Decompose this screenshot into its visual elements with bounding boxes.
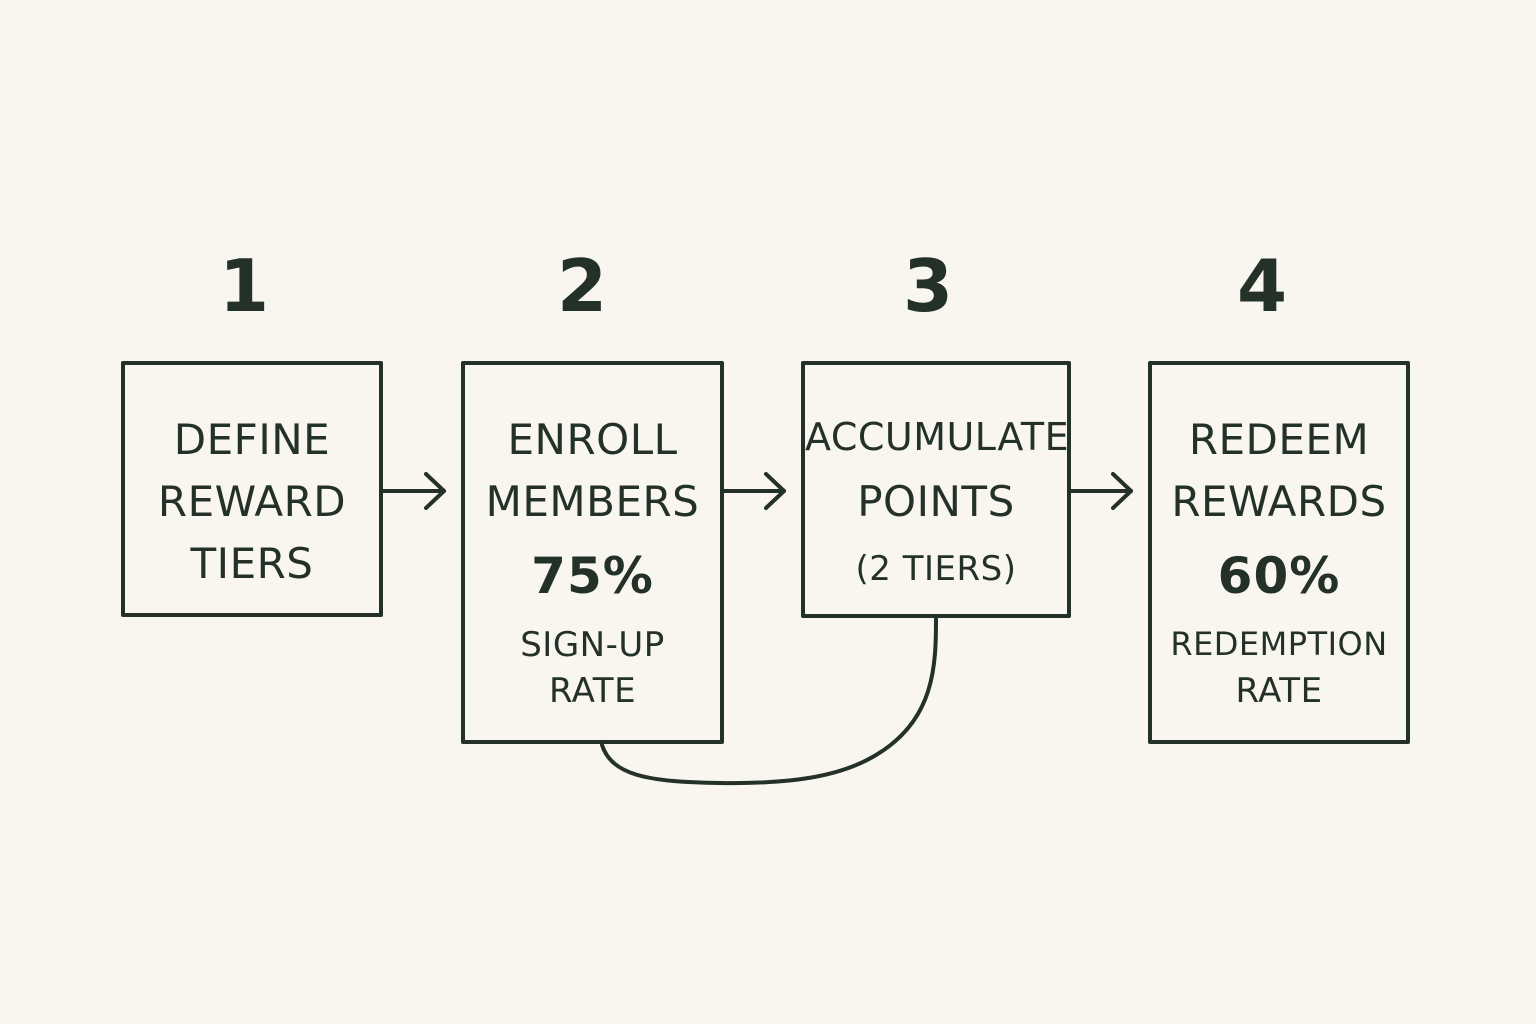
step-2-title-line-1: ENROLL	[507, 415, 678, 464]
step-3-box: ACCUMULATE POINTS (2 TIERS)	[801, 361, 1071, 618]
step-3-title-line-1: ACCUMULATE	[805, 415, 1070, 459]
step-1-title-line-1: DEFINE	[173, 415, 331, 464]
step-1-title-line-2: REWARD	[157, 477, 347, 526]
step-2-title-line-2: MEMBERS	[485, 477, 700, 526]
step-3-number: 3	[902, 244, 954, 328]
arrow-step-2-to-3	[722, 472, 786, 510]
step-3-note: (2 TIERS)	[855, 549, 1017, 589]
step-4-metric: 60%	[1217, 547, 1341, 605]
step-2-metric-label-line-1: SIGN-UP	[520, 625, 665, 665]
step-1-box: DEFINE REWARD TIERS	[121, 361, 383, 617]
arrow-step-3-to-4	[1069, 472, 1133, 510]
step-4-number: 4	[1236, 244, 1288, 328]
step-4-title-line-1: REDEEM	[1188, 415, 1370, 464]
arrow-step-1-to-2	[381, 472, 446, 510]
step-2-number: 2	[556, 244, 608, 328]
step-2-metric: 75%	[531, 547, 654, 605]
step-1-title-line-3: TIERS	[190, 539, 314, 588]
feedback-curve-step-3-to-2	[600, 616, 938, 786]
step-2-metric-label-line-2: RATE	[548, 671, 637, 711]
step-1-number: 1	[218, 244, 270, 328]
step-4-metric-label-line-2: RATE	[1235, 671, 1323, 711]
step-4-metric-label-line-1: REDEMPTION	[1170, 625, 1388, 663]
step-3-title-line-2: POINTS	[857, 477, 1015, 526]
step-4-title-line-2: REWARDS	[1171, 477, 1387, 526]
step-2-box: ENROLL MEMBERS 75% SIGN-UP RATE	[461, 361, 724, 744]
step-4-box: REDEEM REWARDS 60% REDEMPTION RATE	[1148, 361, 1410, 744]
